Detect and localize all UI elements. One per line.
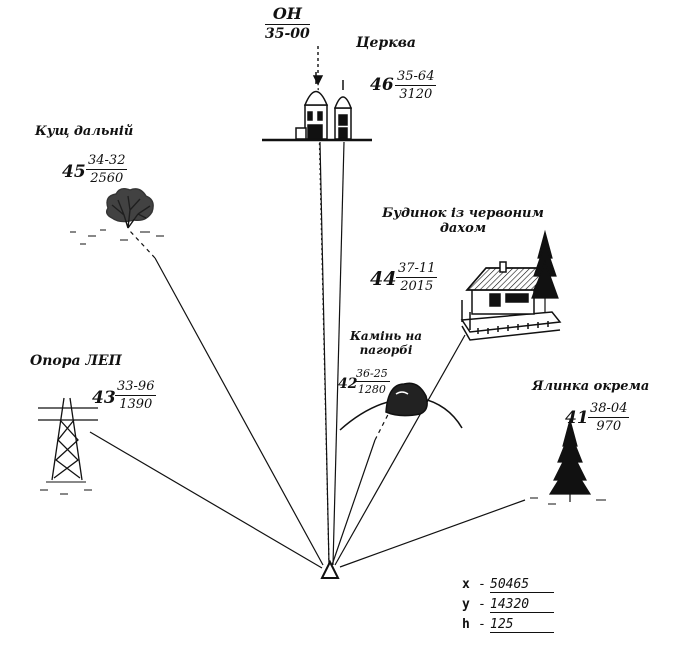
coord-x-value: 50465 [490,577,554,593]
sight-lines [89,79,526,569]
pole-name: Опора ЛЕП [30,353,122,369]
spruce-name: Ялинка окрема [532,379,650,394]
bush-distance: 2560 [90,171,124,186]
house-icon [460,261,562,341]
coord-y-label: y [462,597,470,612]
house-fraction: 37-11 2015 [396,261,438,294]
stone-angle: 36-25 [354,367,390,382]
sight-line-stone [331,439,376,566]
church-fraction: 35-64 3120 [395,69,437,102]
power-pole-icon [38,397,98,495]
sight-line-church-left [319,141,330,566]
sight-line-bush-dashed [128,229,156,259]
spruce-fraction: 38-04 970 [588,401,630,434]
pole-fraction: 33-96 1390 [115,379,157,412]
coord-x-row: x - 50465 [462,577,554,597]
coord-h-value: 125 [490,617,554,633]
bush-number: 45 [62,162,86,182]
pole-distance: 1390 [119,397,153,412]
spruce-angle: 38-04 [588,401,630,418]
house-angle: 37-11 [396,261,438,278]
spruce-icon [530,417,606,505]
coord-x-label: x [462,577,470,592]
coord-y-row: y - 14320 [462,597,554,617]
stone-name: Камінь на пагорбі [349,329,423,357]
coord-y-value: 14320 [490,597,554,613]
coord-h-row: h - 125 [462,617,554,637]
church-name: Церква [356,35,416,51]
stone-icon [339,382,463,431]
church-icon [262,72,372,142]
spruce-number: 41 [565,408,589,428]
position-coordinates: x - 50465 y - 14320 h - 125 [462,577,554,637]
north-label: ОН 35-00 [265,6,310,41]
north-value: 35-00 [265,26,310,42]
observation-point-icon [320,559,340,579]
stone-fraction: 36-25 1280 [354,368,390,395]
pole-angle: 33-96 [115,379,157,396]
north-name: ОН [265,6,310,25]
stone-number: 42 [338,376,358,392]
sight-line-bush [154,257,324,566]
house-spruce-icon [531,229,559,312]
sight-line-spruce [339,499,526,568]
sight-line-house [334,334,466,566]
coord-h-label: h [462,617,470,632]
bush-name: Кущ дальній [35,124,134,139]
church-angle: 35-64 [395,69,437,86]
house-distance: 2015 [400,279,434,294]
spruce-distance: 970 [596,419,622,434]
church-number: 46 [370,75,394,95]
bush-icon [70,187,164,245]
sight-line-church-right [332,141,345,566]
sight-line-pole [89,431,323,569]
bush-fraction: 34-32 2560 [86,153,128,186]
stone-distance: 1280 [357,383,386,396]
house-number: 44 [370,268,397,290]
north-arrow [312,46,324,86]
house-name: Будинок із червоним дахом [382,206,544,236]
bush-angle: 34-32 [86,153,128,170]
pole-number: 43 [92,388,116,408]
church-distance: 3120 [399,87,433,102]
